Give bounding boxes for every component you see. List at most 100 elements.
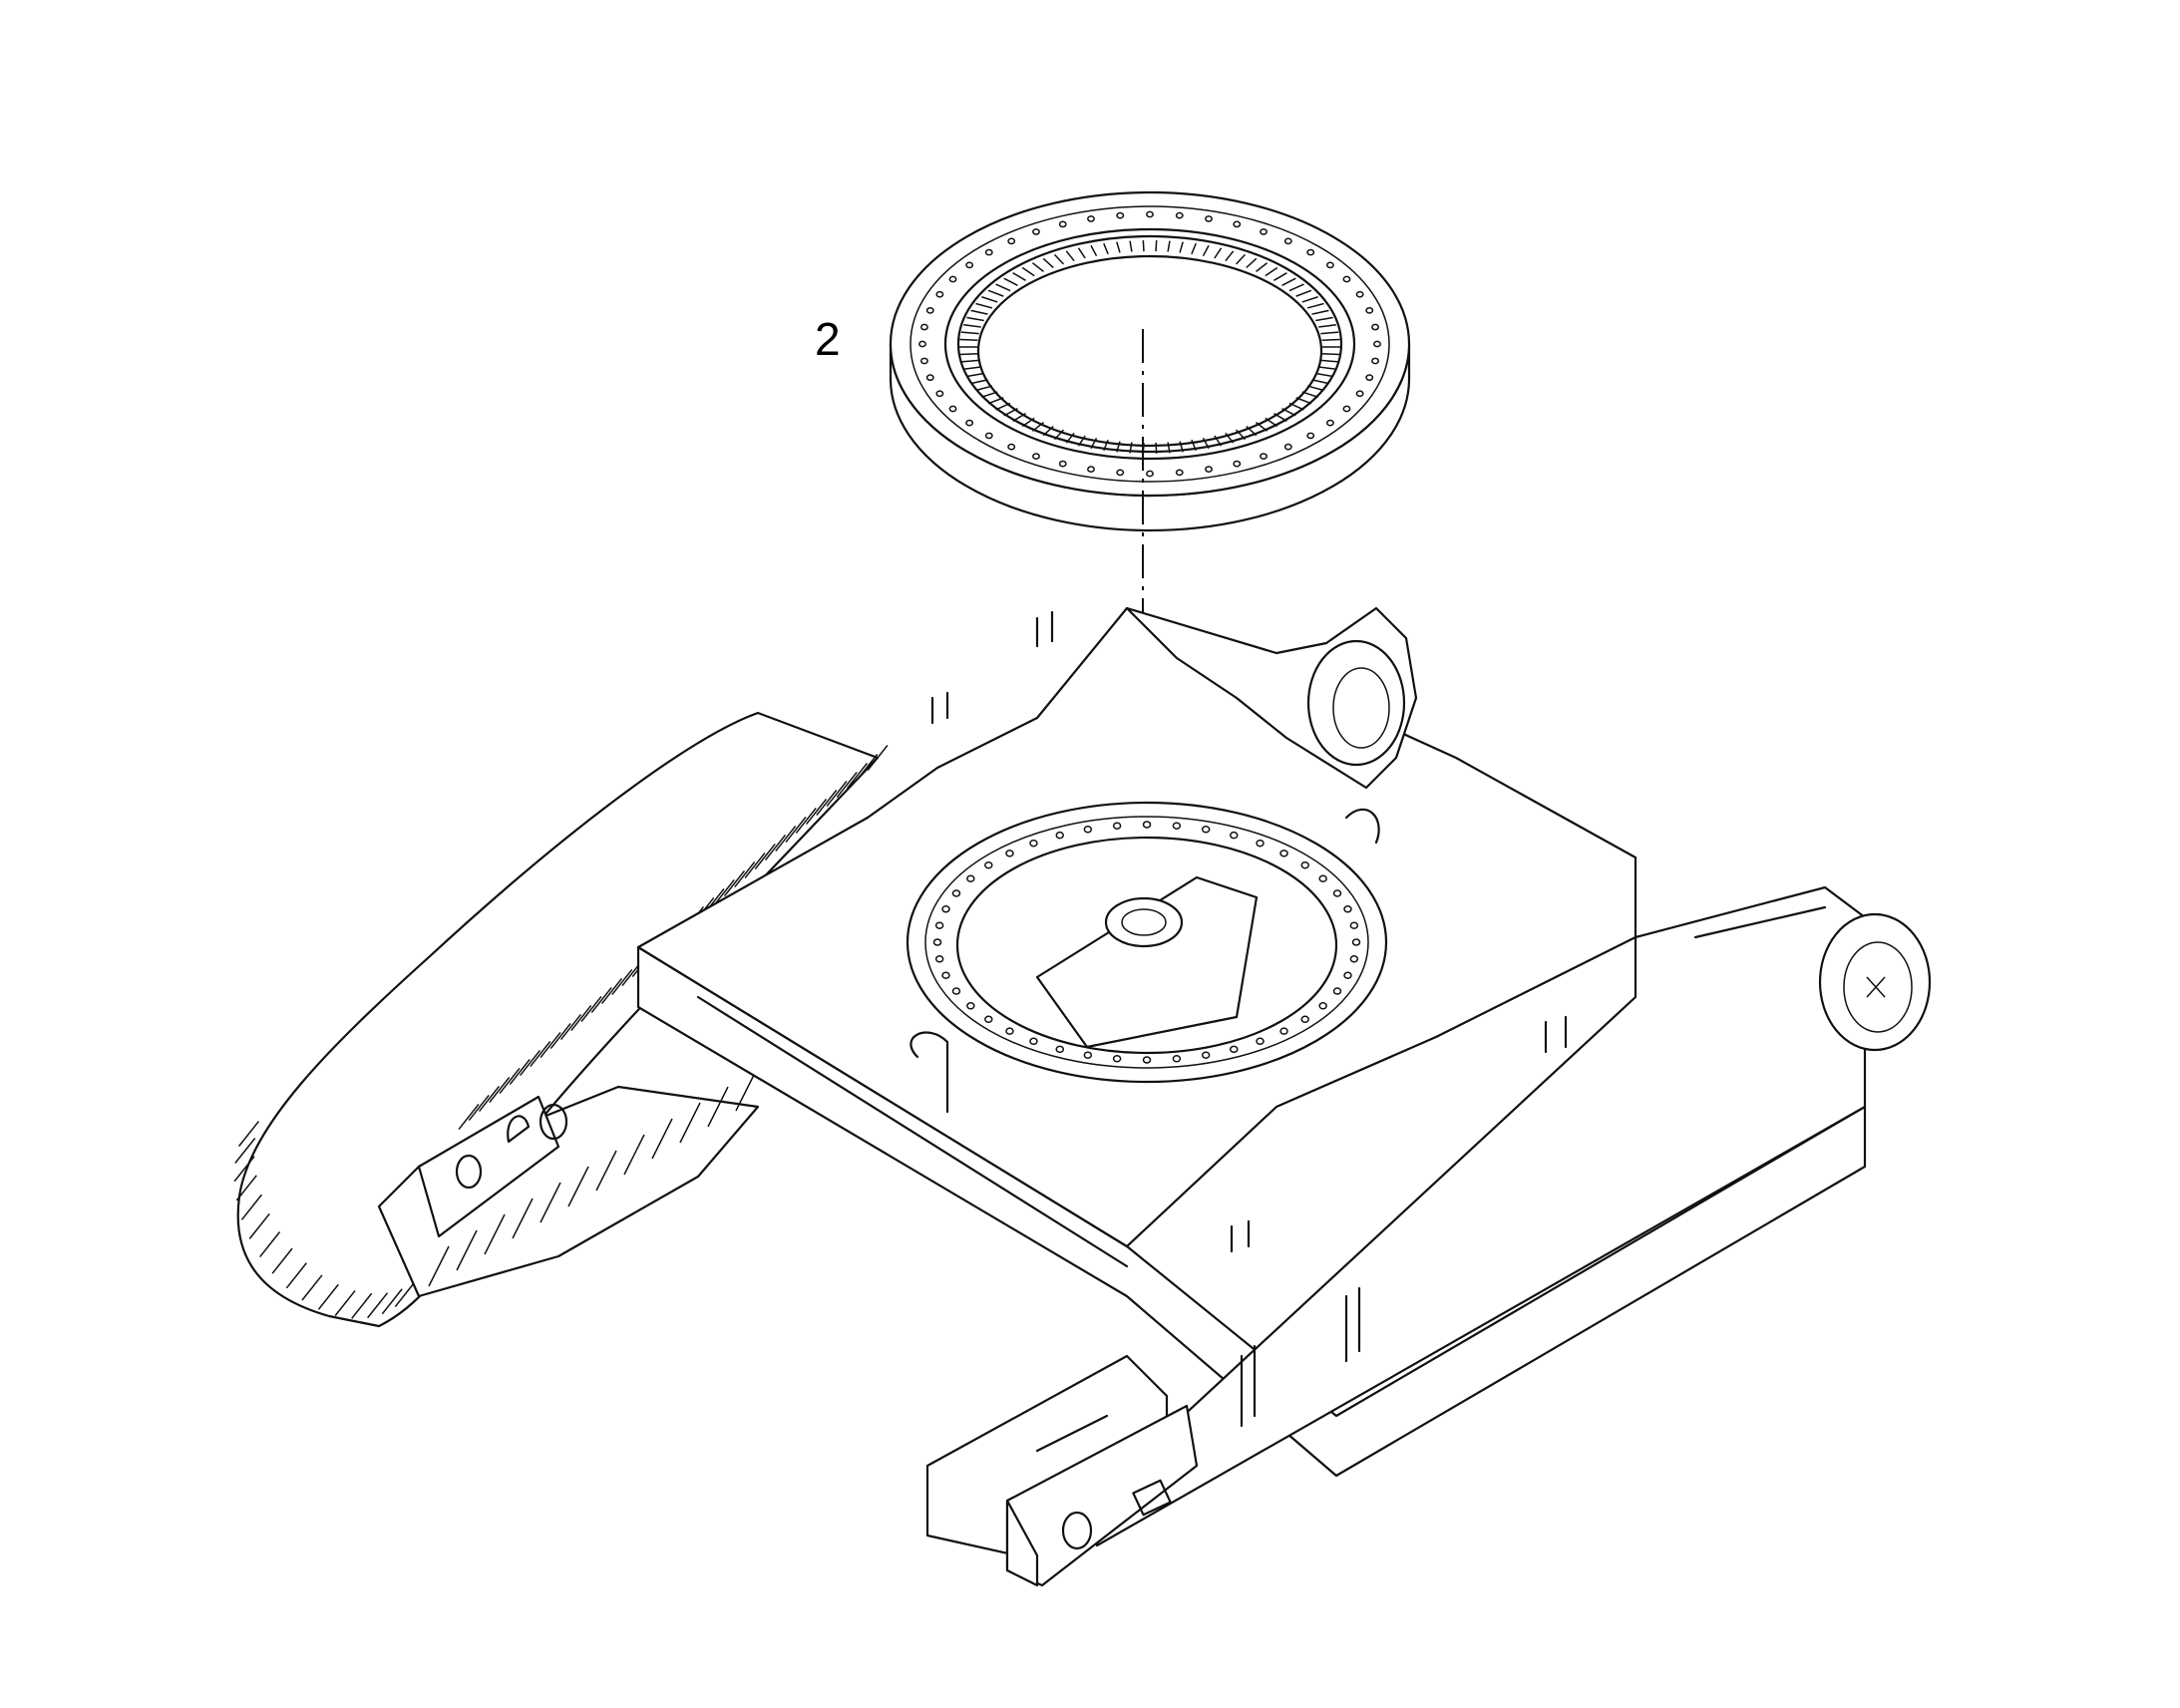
bearing-bolt-hole <box>1058 460 1067 468</box>
mount-bolt-hole <box>966 874 975 882</box>
gear-tooth <box>1225 250 1235 262</box>
frame-center-hub <box>1104 896 1184 948</box>
gear-tooth <box>1090 244 1098 257</box>
mount-bolt-hole <box>1005 850 1014 857</box>
mount-bolt-hole <box>1201 826 1211 834</box>
tie-down-5 <box>1240 1344 1257 1428</box>
gear-tooth <box>1246 257 1258 268</box>
gear-tooth <box>959 338 978 342</box>
mount-bolt-hole <box>1112 1055 1122 1063</box>
track-tread <box>509 1059 531 1085</box>
bearing-bolt-hole <box>1371 323 1379 331</box>
frame-center-boss-plate <box>1035 875 1259 1049</box>
track-tread <box>549 1023 571 1049</box>
gear-tooth <box>1273 272 1287 281</box>
bearing-bolt-hole <box>1233 220 1242 228</box>
gear-tooth <box>1265 417 1278 428</box>
track-tread <box>237 1121 260 1148</box>
gear-tooth <box>1321 338 1340 342</box>
tie-down-1 <box>930 691 949 725</box>
gear-tooth <box>987 289 1004 297</box>
track-tread <box>248 1212 270 1239</box>
gear-tooth <box>1142 240 1145 252</box>
mount-bolt-hole <box>1279 850 1288 857</box>
mount-bolt-hole <box>934 921 944 929</box>
track-tread <box>458 1104 480 1130</box>
bearing-bolt-hole <box>1205 466 1213 473</box>
track-shoe-line <box>735 1070 757 1112</box>
gear-tooth <box>1031 262 1044 272</box>
track-shoe-line <box>679 1102 701 1144</box>
mount-bolt-hole <box>1142 821 1152 829</box>
track-tread <box>754 844 776 869</box>
frame-left-lug <box>909 1031 949 1114</box>
bearing-bolt-hole <box>1342 275 1351 283</box>
track-shoe-line <box>540 1182 561 1223</box>
gear-tooth <box>1214 247 1223 259</box>
frame-slew-bolt-holes <box>932 821 1361 1064</box>
gear-tooth <box>1129 240 1133 252</box>
track-tread <box>394 1281 416 1308</box>
track-tread <box>381 1288 403 1315</box>
bearing-bolt-hole <box>920 323 928 331</box>
mount-bolt-hole <box>932 938 942 946</box>
gear-tooth <box>1077 435 1086 447</box>
gear-tooth <box>1053 253 1065 265</box>
bearing-bolt-hole <box>935 390 944 398</box>
gear-tooth <box>1288 283 1304 292</box>
track-tread <box>285 1262 307 1289</box>
gear-tooth <box>1179 441 1184 453</box>
mount-bolt-hole <box>1005 1027 1014 1035</box>
track-tread <box>233 1156 255 1183</box>
slewing-ring-bearing <box>889 190 1411 532</box>
bearing-bolt-hole <box>1032 453 1040 460</box>
gear-tooth <box>1129 442 1133 454</box>
mount-bolt-hole <box>1343 905 1352 913</box>
track-shoe-line <box>623 1134 645 1176</box>
bearing-bolt-hole <box>965 261 974 269</box>
gear-tooth <box>1191 242 1197 255</box>
gear-tooth <box>1214 435 1223 447</box>
track-shoe-line <box>567 1166 589 1207</box>
frame-front-foot <box>1005 1499 1039 1587</box>
gear-tooth <box>1065 432 1075 444</box>
track-shoe-line <box>456 1229 478 1271</box>
callout-label-2: 2 <box>815 313 841 365</box>
gear-tooth <box>1065 250 1075 262</box>
bearing-bolt-hole <box>1260 228 1268 235</box>
gear-tooth <box>1021 417 1035 428</box>
mount-bolt-hole <box>1229 831 1239 840</box>
gear-tooth <box>1202 244 1210 257</box>
track-shoe-line <box>595 1150 617 1192</box>
bearing-bolt-hole <box>1365 307 1374 314</box>
track-tread <box>611 969 633 995</box>
mount-bolt-hole <box>1055 1045 1065 1054</box>
mount-bolt-hole <box>1083 1051 1093 1059</box>
track-tread <box>857 754 879 780</box>
gear-tooth <box>1042 257 1054 268</box>
track-tread <box>367 1292 389 1319</box>
mount-bolt-hole <box>1351 938 1361 946</box>
gear-tooth <box>1053 429 1065 441</box>
gear-tooth <box>960 359 979 363</box>
gear-tooth <box>1103 439 1109 452</box>
mount-bolt-hole <box>984 860 993 869</box>
bearing-bolt-hole <box>1007 443 1016 451</box>
idler-bore-right <box>1818 912 1932 1052</box>
track-frame-lug <box>507 1115 531 1144</box>
gear-tooth <box>1116 241 1121 253</box>
track-treads <box>233 745 889 1319</box>
track-tread <box>764 835 787 860</box>
gear-tooth <box>1155 240 1158 252</box>
track-tread <box>235 1175 257 1201</box>
gear-tooth <box>1301 391 1318 398</box>
gear-tooth <box>1295 289 1312 297</box>
track-chain <box>233 711 889 1328</box>
gear-tooth <box>1012 413 1026 422</box>
track-frame-hole-1 <box>455 1154 483 1190</box>
track-outer-band <box>236 711 880 1328</box>
mount-bolt-hole <box>1172 1055 1182 1063</box>
bearing-bolt-hole <box>984 248 993 256</box>
track-tread <box>775 826 797 852</box>
